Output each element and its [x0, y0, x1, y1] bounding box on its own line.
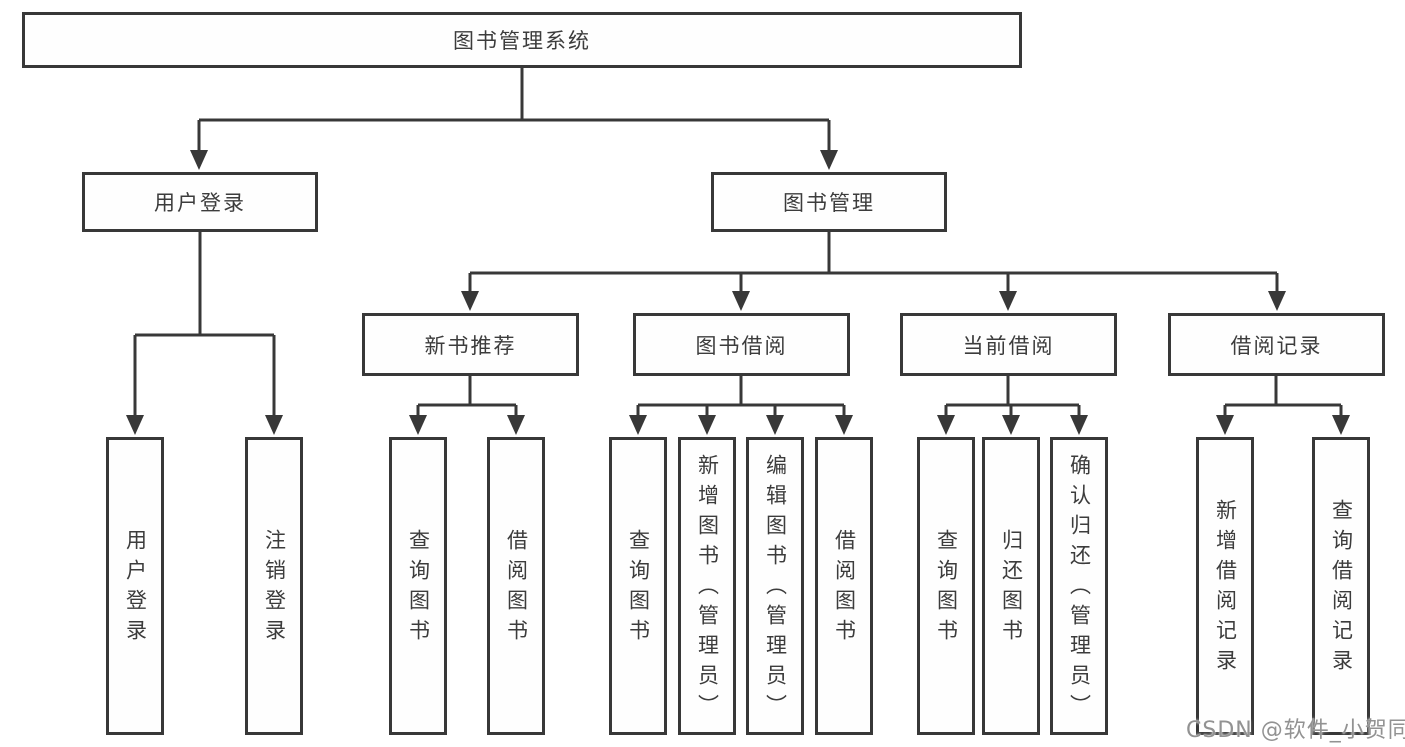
leaf-edit-book-admin: 编辑图书（管理员）	[746, 437, 804, 735]
arrow-icon	[1332, 415, 1350, 435]
arrow-icon	[835, 415, 853, 435]
leaf-add-borrow-record: 新增借阅记录	[1196, 437, 1254, 735]
leaf-query-borrow-record: 查询借阅记录	[1312, 437, 1370, 735]
connector-current-borrowing-children	[944, 376, 1081, 417]
arrow-icon	[190, 150, 208, 170]
arrow-icon	[698, 415, 716, 435]
arrow-icon	[461, 291, 479, 311]
leaf-query-books-borrowing: 查询图书	[609, 437, 667, 735]
connector-borrowing-records-children	[1223, 376, 1343, 417]
arrow-icon	[1002, 415, 1020, 435]
leaf-return-books: 归还图书	[982, 437, 1040, 735]
arrow-icon	[409, 415, 427, 435]
connector-new-book-children	[416, 376, 518, 417]
leaf-logout: 注销登录	[245, 437, 303, 735]
arrow-icon	[999, 291, 1017, 311]
arrow-icon	[937, 415, 955, 435]
arrowheads	[126, 150, 1350, 435]
arrow-icon	[766, 415, 784, 435]
arrow-icon	[732, 291, 750, 311]
connector-root-to-level2	[197, 68, 831, 152]
leaf-query-books-recommend: 查询图书	[389, 437, 447, 735]
leaf-query-books-current: 查询图书	[917, 437, 975, 735]
arrow-icon	[507, 415, 525, 435]
arrow-icon	[126, 415, 144, 435]
node-current-borrowing: 当前借阅	[900, 313, 1117, 376]
leaf-user-login: 用户登录	[106, 437, 164, 735]
arrow-icon	[1216, 415, 1234, 435]
leaf-add-book-admin: 新增图书（管理员）	[678, 437, 736, 735]
leaf-confirm-return-admin: 确认归还（管理员）	[1050, 437, 1108, 735]
arrow-icon	[820, 150, 838, 170]
connector-user-login-children	[133, 232, 276, 417]
connector-book-borrowing-children	[636, 376, 846, 417]
connector-book-management-children	[468, 232, 1279, 293]
node-book-borrowing: 图书借阅	[633, 313, 850, 376]
node-user-login: 用户登录	[82, 172, 318, 232]
arrow-icon	[1268, 291, 1286, 311]
node-borrowing-records: 借阅记录	[1168, 313, 1385, 376]
leaf-borrow-books: 借阅图书	[815, 437, 873, 735]
arrow-icon	[629, 415, 647, 435]
node-new-book-recommendation: 新书推荐	[362, 313, 579, 376]
node-book-management: 图书管理	[711, 172, 947, 232]
watermark: CSDN @软件_小贺同学	[1186, 718, 1405, 743]
arrow-icon	[1070, 415, 1088, 435]
node-library-management-system: 图书管理系统	[22, 12, 1022, 68]
arrow-icon	[265, 415, 283, 435]
leaf-borrow-books-recommend: 借阅图书	[487, 437, 545, 735]
